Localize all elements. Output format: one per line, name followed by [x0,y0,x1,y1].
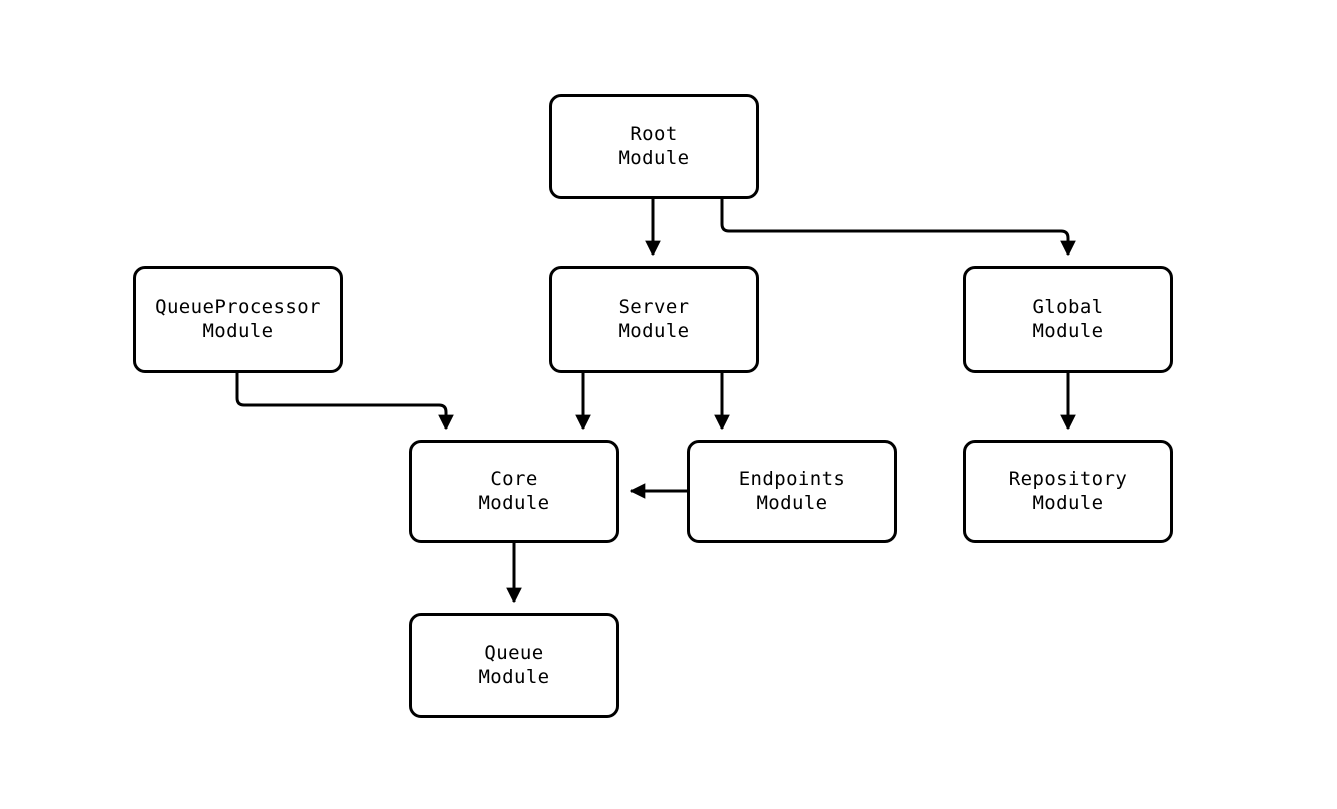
node-global-module[interactable]: Global Module [963,266,1173,373]
node-queue-module-line2: Module [478,665,550,688]
node-queue-module[interactable]: Queue Module [409,613,619,718]
node-queue-module-line1: Queue [484,642,544,665]
node-core-module[interactable]: Core Module [409,440,619,543]
edge-root-to-global [720,199,1076,257]
node-repository-module-line1: Repository [1008,468,1128,491]
node-endpoints-module-line1: Endpoints [738,468,846,491]
node-server-module-line1: Server [618,296,690,319]
node-repository-module-line2: Module [1032,491,1104,514]
node-root-module-line1: Root [630,123,678,146]
node-endpoints-module[interactable]: Endpoints Module [687,440,897,543]
node-core-module-line1: Core [490,468,538,491]
node-core-module-line2: Module [478,491,550,514]
node-endpoints-module-line2: Module [756,491,828,514]
node-queueprocessor-module[interactable]: QueueProcessor Module [133,266,343,373]
node-repository-module[interactable]: Repository Module [963,440,1173,543]
node-global-module-line2: Module [1032,319,1104,342]
node-server-module[interactable]: Server Module [549,266,759,373]
node-global-module-line1: Global [1032,296,1104,319]
edge-queueprocessor-to-core [235,373,454,431]
node-queueprocessor-module-line1: QueueProcessor [155,296,321,319]
node-server-module-line2: Module [618,319,690,342]
node-queueprocessor-module-line2: Module [202,319,274,342]
node-root-module-line2: Module [618,146,690,169]
node-root-module[interactable]: Root Module [549,94,759,199]
